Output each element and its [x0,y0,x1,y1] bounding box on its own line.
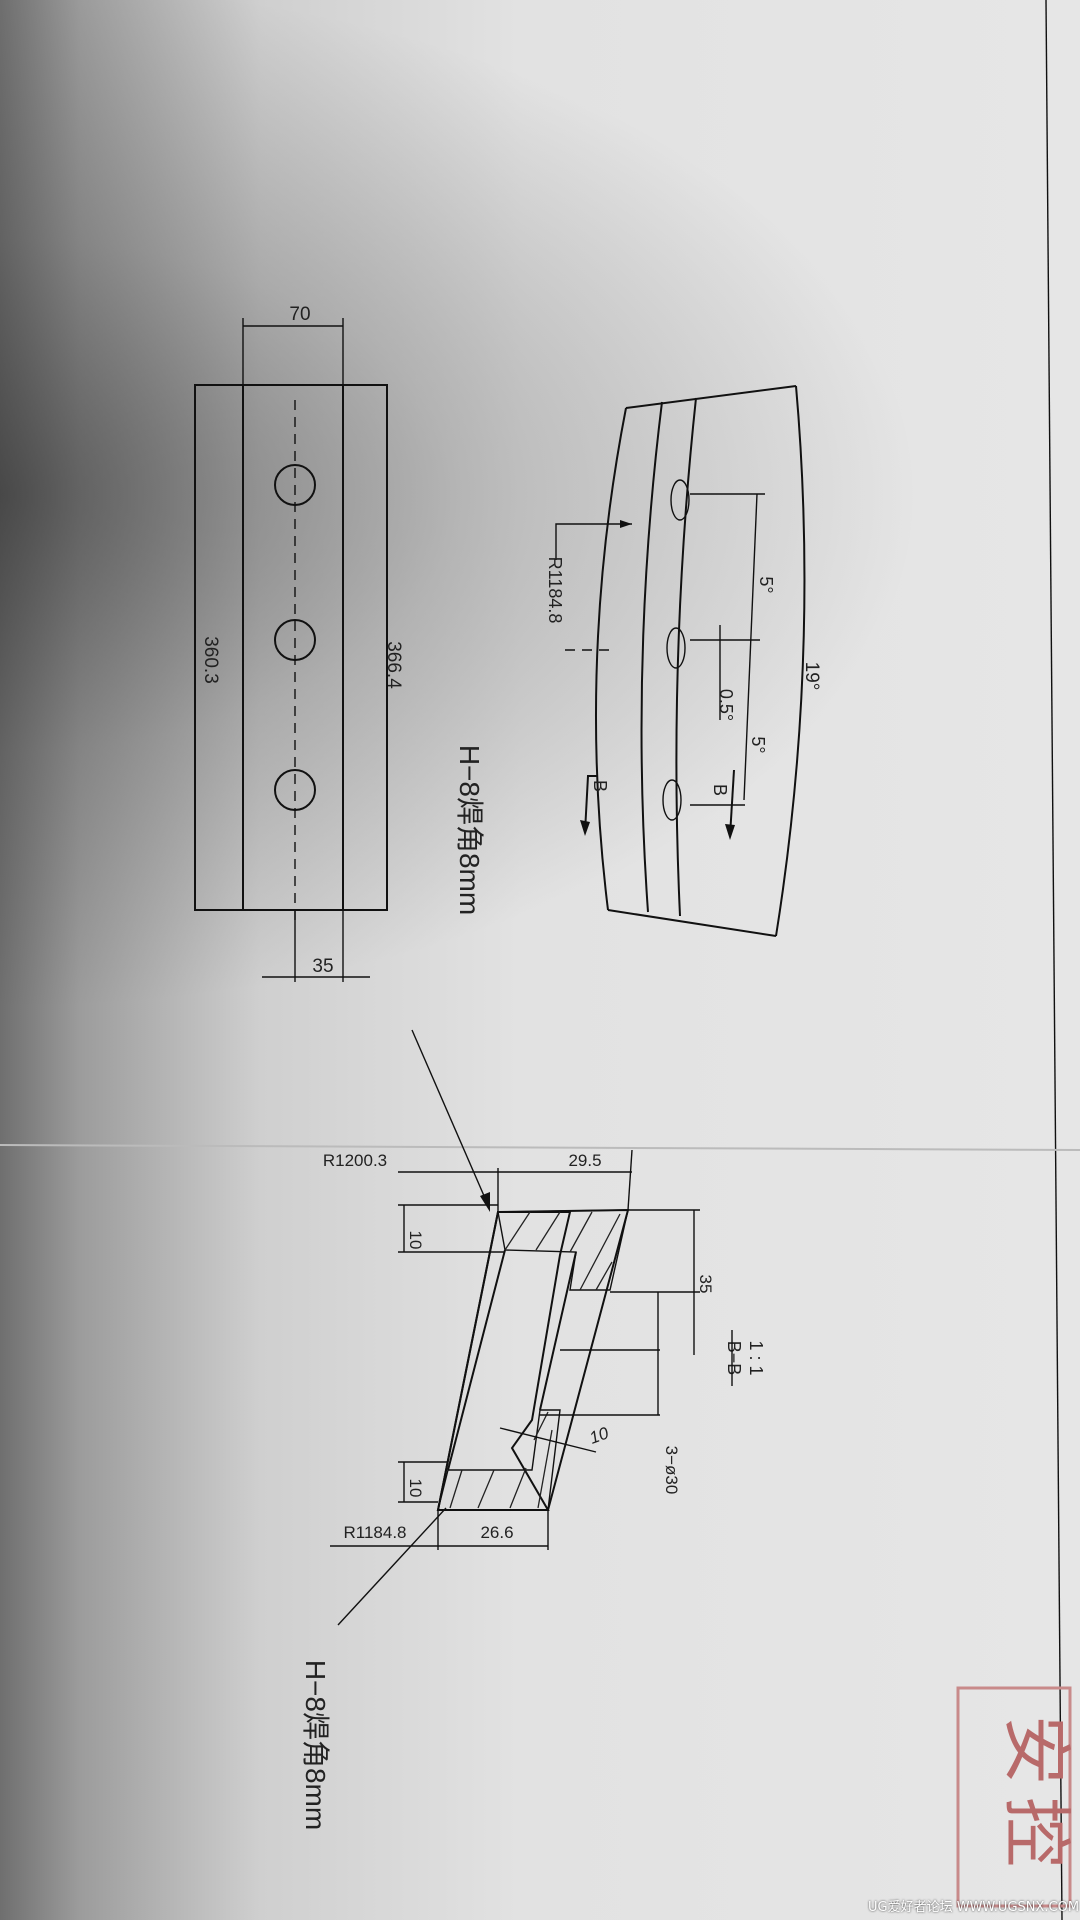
hatched-region-top [497,1209,629,1291]
dim-top-thickness-label: 10 [406,1231,425,1250]
sheet-fold-line [0,1144,1080,1151]
photo-shadow [0,0,1080,1100]
hatch-line [535,1211,561,1251]
radius-label: R1184.8 [545,557,565,624]
section-mark-right-label: B [710,784,730,796]
dim-height-label: 35 [696,1275,715,1294]
hatch-line [509,1467,527,1509]
holes-label: 3−ø30 [662,1446,681,1495]
weld-leader-top [411,1029,489,1206]
dim-360-label: 360.3 [200,636,221,684]
arc-flange-line-2 [675,397,697,917]
radius-outer-label: R1200.3 [323,1151,387,1170]
stamp-text: 安控 [997,1715,1075,1879]
sheet-border-line [1045,0,1063,1920]
weld-leader-top-arrow [480,1192,490,1212]
arc-outer-edge [775,385,806,937]
web-outer-line [447,1249,506,1471]
hatch-line [449,1469,463,1509]
hatch-line [595,1261,613,1291]
dim-bottom-thickness-label: 10 [406,1479,425,1498]
arc-flange-line-1 [640,401,663,913]
dim-35-label: 35 [312,956,333,977]
hatch-line [579,1213,621,1291]
angle-pitch-2-label: 5° [748,736,768,753]
section-view: 29.5 R1200.3 10 35 3−ø30 10 10 [323,1149,766,1550]
angle-offset-label: 0.5° [716,689,736,721]
angle-pitch-1-label: 5° [756,576,776,593]
angle-dim-line [743,493,758,801]
web-inner-line [539,1251,577,1411]
radius-leader [555,523,632,560]
arc-hole-2 [666,627,686,669]
plan-hole-3 [274,769,316,811]
hatch-line [477,1469,495,1509]
hatch-line [533,1411,549,1441]
dim-top-width-label: 29.5 [568,1151,601,1170]
groove-leader [499,1427,597,1453]
plan-hole-2 [274,619,316,661]
dim-bottom-width-label: 26.6 [480,1523,513,1542]
arc-hole-3 [662,779,682,821]
dim-366-label: 366.4 [383,641,404,689]
arc-view: 5° 5° 0.5° 19° R1184.8 B B [545,385,822,937]
hatch-line [569,1211,593,1253]
dim-70-label: 70 [289,304,310,325]
angle-total-label: 19° [801,662,822,691]
weld-note-bottom: H−8焊角8mm [300,1660,331,1830]
section-scale: 1 : 1 [746,1340,766,1375]
dim-top-ext-right [627,1149,633,1211]
arc-end-top [625,385,797,409]
dim-groove-label: 10 [587,1423,612,1448]
arc-end-bottom [607,909,777,937]
plan-outline [194,384,388,911]
radius-leader-arrow [620,520,632,528]
section-mark-left-arrow [580,820,590,836]
radius-inner-label: R1184.8 [343,1523,406,1542]
arc-hole-1 [670,479,690,521]
section-mark-left-line [584,775,598,833]
weld-leader-bottom [337,1507,447,1626]
hatch-line [504,1211,531,1251]
stamp-border [956,1686,1072,1908]
section-title: B−B [724,1341,744,1376]
weld-note-top: H−8焊角8mm [454,745,485,915]
plan-hole-1 [274,464,316,506]
section-mark-right-arrow [725,824,735,840]
section-mark-left-label: B [590,780,610,792]
hatch-line [537,1429,553,1509]
approval-stamp: 安控 [956,1686,1075,1908]
forum-watermark: UG爱好者论坛 WWW.UGSNX.COM [868,1900,1080,1915]
plan-view: 70 360.3 366.4 35 [194,304,404,982]
arc-inner-edge [594,407,627,911]
